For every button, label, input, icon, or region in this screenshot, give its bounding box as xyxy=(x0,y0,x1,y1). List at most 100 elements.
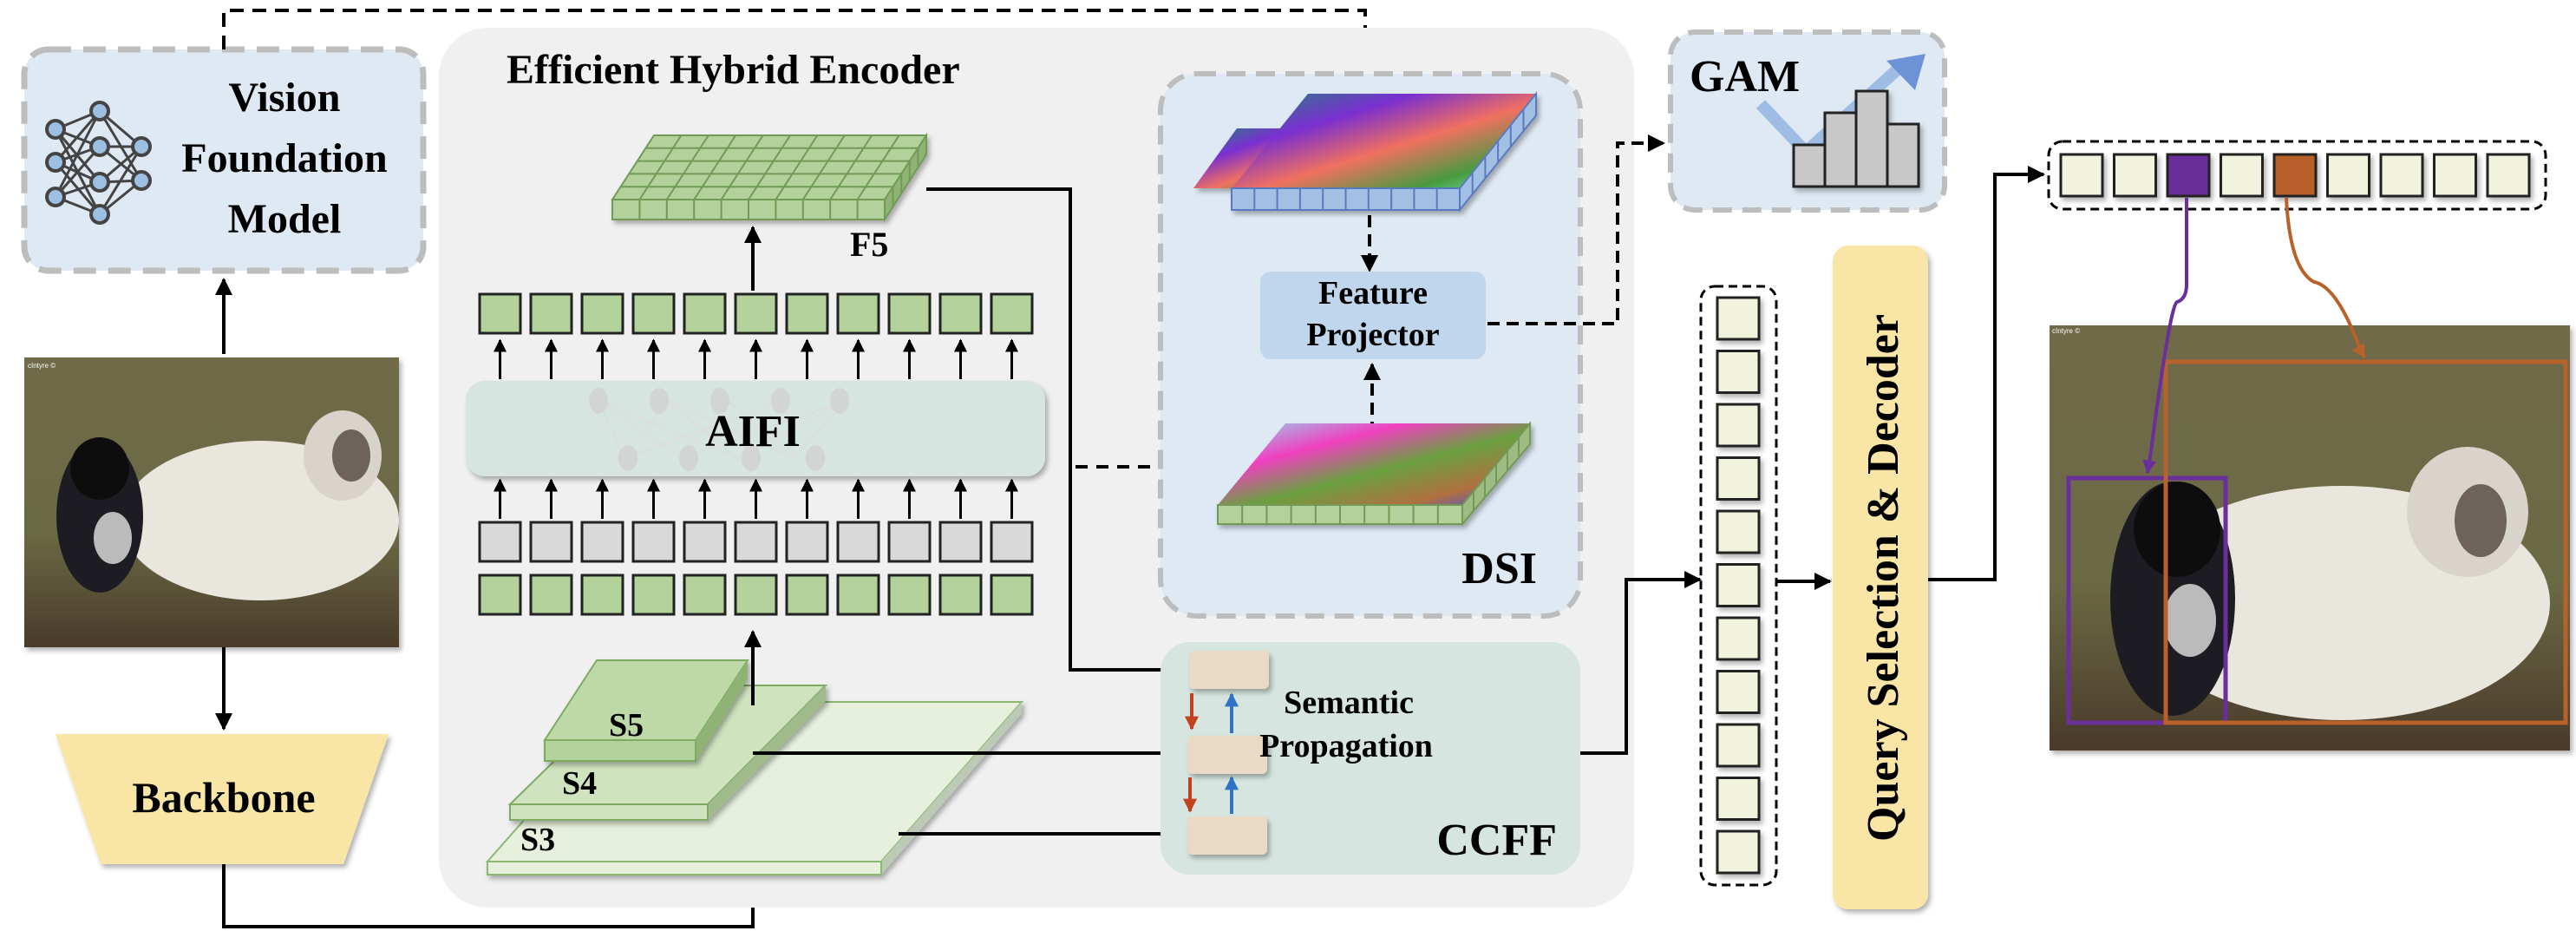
output-query-token xyxy=(2059,153,2104,198)
encoder-query-token xyxy=(1716,563,1761,607)
positional-tokens xyxy=(478,521,1034,563)
encoder-query-token xyxy=(1716,616,1761,661)
aifi-input-arrows xyxy=(494,478,1018,519)
encoder-query-token xyxy=(1716,509,1761,554)
encoder-query-token xyxy=(1716,403,1761,448)
ccff-to-queries-arrow xyxy=(1580,571,1702,755)
flattened-token xyxy=(887,574,932,616)
encoder-query-token xyxy=(1716,456,1761,501)
aifi-output-token xyxy=(887,292,932,335)
flattened-token xyxy=(529,574,573,616)
flattened-token xyxy=(785,574,829,616)
ccff-module[interactable]: Semantic Propagation CCFF xyxy=(1161,642,1580,875)
encoder-query-token xyxy=(1716,670,1761,714)
orange-query-link xyxy=(2285,197,2366,359)
aifi-attention-icon xyxy=(589,388,849,471)
flattened-token xyxy=(580,574,624,616)
backbone-label: Backbone xyxy=(132,773,315,822)
dsi-module[interactable]: Feature Projector DSI xyxy=(1158,71,1583,619)
flattened-token xyxy=(734,574,778,616)
vfm-label-line2: Foundation xyxy=(181,135,387,181)
output-query-token xyxy=(2113,153,2157,198)
flattened-token xyxy=(990,574,1034,616)
watermark: cIntyre © xyxy=(28,362,56,370)
aifi-output-token xyxy=(683,292,727,335)
dsi-label: DSI xyxy=(1461,544,1537,593)
positional-token xyxy=(529,521,573,563)
ccff-label: CCFF xyxy=(1436,816,1557,865)
decoder-to-output-queries-arrow xyxy=(1928,166,2045,581)
aifi-output-token xyxy=(734,292,778,335)
encoder-query-token xyxy=(1716,350,1761,394)
query-selection-decoder-block[interactable]: Query Selection & Decoder xyxy=(1833,246,1928,909)
semantic-label-line2: Propagation xyxy=(1259,728,1433,764)
encoder-query-column xyxy=(1699,285,1778,887)
f5-feature-map xyxy=(611,132,928,223)
feature-projector[interactable]: Feature Projector xyxy=(1260,272,1486,359)
ccff-fusion-block-top xyxy=(1189,651,1269,689)
positional-token xyxy=(478,521,522,563)
projector-label-line1: Feature xyxy=(1318,275,1428,311)
encoder-query-token xyxy=(1716,829,1761,875)
aifi-output-token xyxy=(836,292,880,335)
projector-label-line2: Projector xyxy=(1306,317,1439,353)
output-query-token xyxy=(2486,153,2531,198)
s4-label: S4 xyxy=(562,765,597,802)
aifi-label: AIFI xyxy=(705,407,801,456)
output-query-token-purple xyxy=(2166,153,2211,198)
output-query-row xyxy=(2047,140,2547,211)
ccff-fusion-block-mid xyxy=(1187,736,1267,774)
output-query-token-orange xyxy=(2272,153,2318,198)
output-query-token xyxy=(2379,153,2424,198)
gam-module[interactable]: GAM xyxy=(1668,30,1947,213)
output-watermark: cIntyre © xyxy=(2052,327,2080,335)
f5-label: F5 xyxy=(850,225,888,264)
flattened-token xyxy=(631,574,676,616)
flattened-token xyxy=(836,574,880,616)
neural-network-icon xyxy=(45,101,152,225)
aifi-output-token xyxy=(580,292,624,335)
aifi-output-token xyxy=(631,292,676,335)
s3-label: S3 xyxy=(520,822,555,858)
flattened-token xyxy=(938,574,983,616)
backbone-block[interactable]: Backbone xyxy=(56,734,389,864)
vision-foundation-model-box[interactable]: Vision Foundation Model xyxy=(21,46,427,274)
aifi-output-token xyxy=(478,292,522,335)
vfm-feature-map xyxy=(1193,91,1537,213)
decoder-label: Query Selection & Decoder xyxy=(1859,314,1908,842)
aifi-output-token xyxy=(785,292,829,335)
positional-token xyxy=(887,521,932,563)
flattened-s5-tokens xyxy=(478,574,1034,616)
s5-feature-map xyxy=(543,659,749,762)
output-query-token xyxy=(2433,153,2477,198)
flattened-token xyxy=(478,574,522,616)
encoder-feature-map xyxy=(1217,421,1531,527)
aifi-output-arrows xyxy=(494,338,1018,379)
ccff-fusion-block-bot xyxy=(1187,816,1267,855)
vfm-label-line1: Vision xyxy=(229,75,341,121)
s5-label: S5 xyxy=(609,707,644,744)
encoder-query-token xyxy=(1716,723,1761,768)
positional-token xyxy=(631,521,676,563)
positional-token xyxy=(734,521,778,563)
positional-token xyxy=(580,521,624,563)
output-query-token xyxy=(2220,153,2264,198)
aifi-output-token xyxy=(529,292,573,335)
positional-token xyxy=(683,521,727,563)
aifi-block[interactable]: AIFI xyxy=(466,381,1045,476)
aifi-output-tokens xyxy=(478,292,1034,335)
lamb-bounding-box[interactable] xyxy=(2066,475,2228,725)
input-image: cIntyre © xyxy=(24,357,399,647)
positional-token xyxy=(990,521,1034,563)
f5-to-ccff-arrow xyxy=(926,187,1183,678)
positional-token xyxy=(785,521,829,563)
aifi-output-token xyxy=(938,292,983,335)
flattened-token xyxy=(683,574,727,616)
positional-token xyxy=(836,521,880,563)
sheep-bounding-box[interactable] xyxy=(2163,359,2568,725)
output-query-token xyxy=(2326,153,2370,198)
semantic-label-line1: Semantic xyxy=(1284,685,1414,721)
encoder-query-token xyxy=(1716,777,1761,821)
positional-token xyxy=(938,521,983,563)
